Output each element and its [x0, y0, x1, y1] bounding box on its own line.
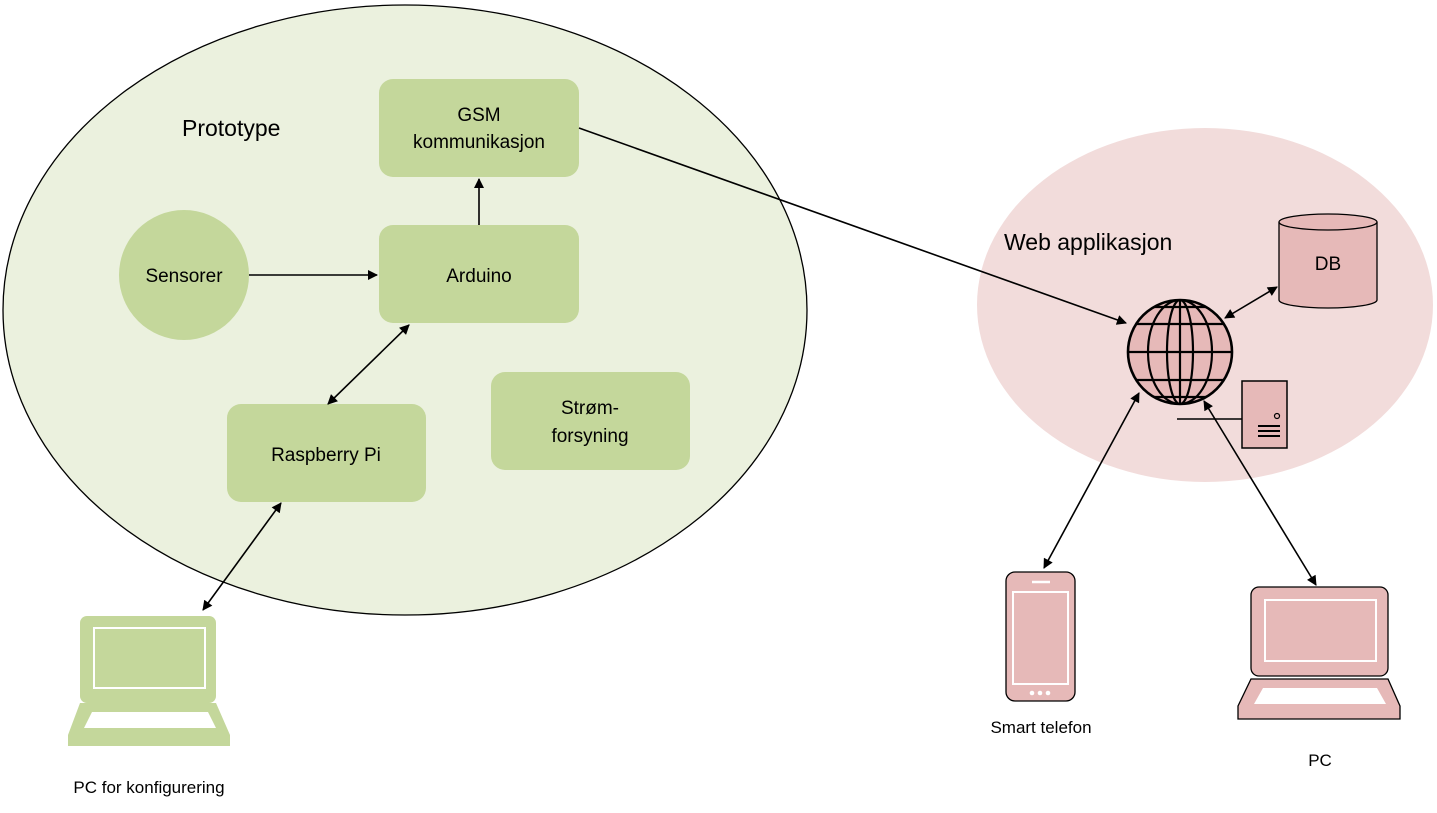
prototype-label: Prototype	[182, 115, 280, 141]
gsm-node: GSM kommunikasjon	[379, 79, 579, 177]
raspberry-pi-label: Raspberry Pi	[271, 445, 381, 466]
globe-icon	[1126, 298, 1234, 406]
arduino-label: Arduino	[446, 266, 512, 287]
power-supply-label-line1: Strøm-	[561, 398, 619, 419]
pc-config-label: PC for konfigurering	[73, 778, 224, 797]
connector-arduino-raspberry	[327, 324, 410, 405]
connector-raspberry-pc-config	[202, 502, 282, 611]
power-supply-node: Strøm- forsyning	[491, 372, 690, 470]
connector-globe-pc	[1203, 400, 1317, 586]
connector-gsm-globe	[578, 127, 1127, 325]
arduino-node: Arduino	[379, 225, 579, 323]
laptop-icon	[68, 616, 230, 746]
smartphone-icon	[1005, 571, 1076, 702]
connector-globe-db	[1224, 286, 1278, 319]
raspberry-pi-node: Raspberry Pi	[227, 404, 426, 502]
db-label: DB	[1315, 254, 1341, 275]
web-label: Web applikasjon	[1004, 229, 1172, 255]
connector-globe-smartphone	[1043, 392, 1140, 569]
sensorer-label: Sensorer	[145, 266, 223, 287]
gsm-label-line2: kommunikasjon	[413, 132, 545, 153]
sensorer-node: Sensorer	[119, 210, 249, 340]
database-icon: DB	[1278, 213, 1378, 309]
power-supply-label-line2: forsyning	[551, 426, 628, 447]
smart-phone-label: Smart telefon	[990, 718, 1091, 737]
pc-label: PC	[1308, 751, 1332, 770]
gsm-label-line1: GSM	[457, 105, 500, 126]
laptop-icon	[1237, 586, 1401, 720]
